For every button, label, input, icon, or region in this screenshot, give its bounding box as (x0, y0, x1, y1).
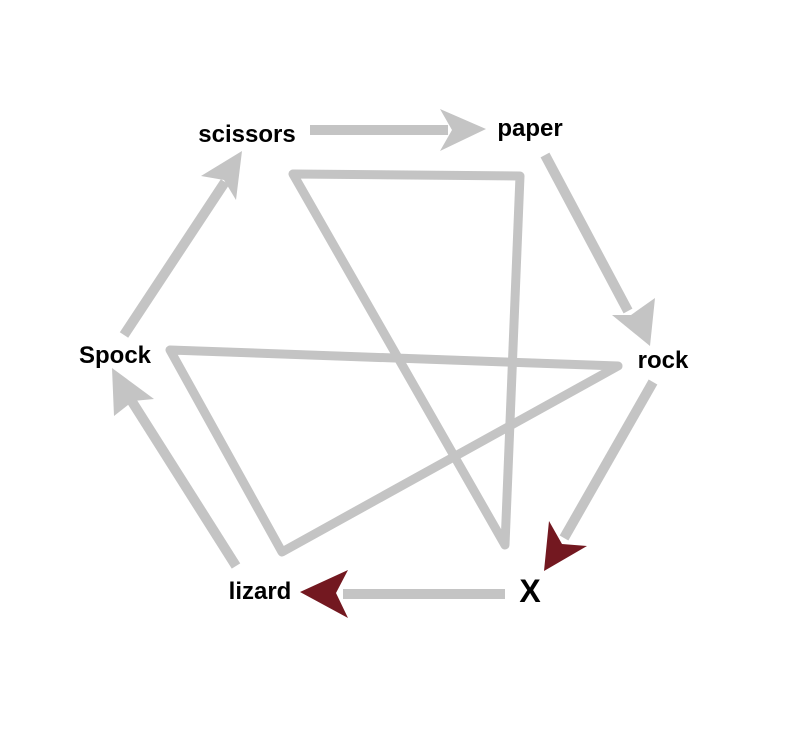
arrow-rock-x (544, 379, 658, 571)
node-label-paper: paper (497, 115, 562, 142)
arrow-head (612, 298, 655, 346)
arrow-shaft (119, 179, 230, 338)
star-triangle-up (165, 345, 623, 557)
node-label-rock: rock (638, 347, 689, 374)
arrow-head (112, 368, 154, 416)
arrow-scissors-paper (310, 109, 486, 151)
arrow-shaft (540, 152, 633, 314)
arrow-paper-rock (540, 152, 655, 346)
arrow-lizard-spock (112, 368, 241, 569)
node-label-spock: Spock (79, 342, 152, 369)
arrow-shaft (126, 397, 241, 569)
node-label-scissors: scissors (198, 121, 295, 148)
arrow-head (201, 151, 242, 200)
arrow-shaft (559, 379, 658, 541)
arrow-spock-scissors (119, 151, 242, 338)
arrow-head (544, 521, 587, 571)
arrow-x-lizard (300, 570, 505, 618)
node-label-lizard: lizard (229, 578, 292, 605)
node-label-x: X (519, 573, 541, 609)
arrow-head (440, 109, 486, 151)
arrow-head (300, 570, 348, 618)
